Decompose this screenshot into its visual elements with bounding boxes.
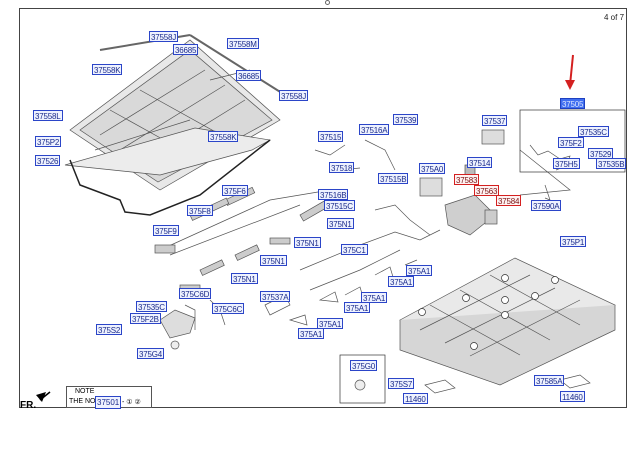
part-label[interactable]: 37584 [496, 195, 522, 206]
part-label[interactable]: 37585A [534, 375, 565, 386]
part-label[interactable]: 375A1 [406, 265, 433, 276]
part-label[interactable]: 37558L [33, 110, 63, 121]
part-label[interactable]: 37516A [359, 124, 390, 135]
note-box: NOTE THE NO 37501 - ① ② [66, 386, 152, 409]
note-prefix: THE NO [69, 398, 96, 405]
front-arrow-icon [36, 392, 46, 402]
part-label[interactable]: 375C6D [179, 288, 212, 299]
part-label[interactable]: 375F2 [558, 137, 584, 148]
part-label[interactable]: 375N1 [260, 255, 287, 266]
part-label[interactable]: 37515 [318, 131, 344, 142]
part-label[interactable]: 375A1 [298, 328, 325, 339]
page-indicator: 4 of 7 [604, 13, 625, 22]
part-label[interactable]: 375F6 [222, 185, 248, 196]
part-label[interactable]: 375N1 [294, 237, 321, 248]
page-marker-dot [325, 0, 330, 5]
part-label[interactable]: 375S7 [388, 378, 415, 389]
part-label[interactable]: 375N1 [231, 273, 258, 284]
part-label[interactable]: 375F9 [153, 225, 179, 236]
part-label[interactable]: 37515C [324, 200, 355, 211]
part-label[interactable]: 375A1 [361, 292, 388, 303]
part-label[interactable]: 375A1 [388, 276, 415, 287]
note-title: NOTE [75, 388, 95, 395]
part-label[interactable]: 37535C [578, 126, 609, 137]
diagram-frame [19, 8, 627, 408]
part-label[interactable]: 37526 [35, 155, 61, 166]
part-label[interactable]: 36685 [236, 70, 262, 81]
note-suffix: - ① ② [122, 399, 141, 406]
part-label[interactable]: 375F2B [130, 313, 161, 324]
part-label[interactable]: 375P1 [560, 236, 587, 247]
part-label[interactable]: 37537 [482, 115, 508, 126]
part-label[interactable]: 375H5 [553, 158, 580, 169]
part-label[interactable]: 375C1 [341, 244, 368, 255]
part-label[interactable]: 37518 [329, 162, 355, 173]
part-label[interactable]: 37535C [136, 301, 167, 312]
part-label[interactable]: 375N1 [327, 218, 354, 229]
part-label[interactable]: 37515B [378, 173, 409, 184]
part-label[interactable]: 37539 [393, 114, 419, 125]
part-label[interactable]: 375G4 [137, 348, 165, 359]
part-label[interactable]: 375C6C [212, 303, 245, 314]
part-label[interactable]: 375G0 [350, 360, 378, 371]
part-label[interactable]: 37558K [92, 64, 123, 75]
part-label[interactable]: 375P2 [35, 136, 62, 147]
part-label[interactable]: 375A1 [317, 318, 344, 329]
part-label[interactable]: 375A1 [344, 302, 371, 313]
part-label[interactable]: 37558J [279, 90, 309, 101]
part-label[interactable]: 375F8 [187, 205, 213, 216]
part-label[interactable]: 375S2 [96, 324, 123, 335]
part-label[interactable]: 11460 [560, 391, 585, 402]
part-label[interactable]: 37558K [208, 131, 239, 142]
part-label[interactable]: 37558J [149, 31, 179, 42]
part-label[interactable]: 36685 [173, 44, 199, 55]
part-label[interactable]: 37514 [467, 157, 493, 168]
note-ref-label[interactable]: 37501 [95, 396, 122, 409]
part-label[interactable]: 37516B [318, 189, 349, 200]
part-label-highlighted[interactable]: 37505 [560, 98, 586, 109]
part-label[interactable]: 375A0 [419, 163, 446, 174]
part-label[interactable]: 37537A [260, 291, 291, 302]
front-direction-label: FR. [20, 400, 37, 411]
part-label[interactable]: 37563 [474, 185, 500, 196]
part-label[interactable]: 37558M [227, 38, 259, 49]
part-label[interactable]: 37535B [596, 158, 627, 169]
part-label[interactable]: 11460 [403, 393, 428, 404]
part-label[interactable]: 37590A [531, 200, 562, 211]
part-label[interactable]: 37583 [454, 174, 480, 185]
